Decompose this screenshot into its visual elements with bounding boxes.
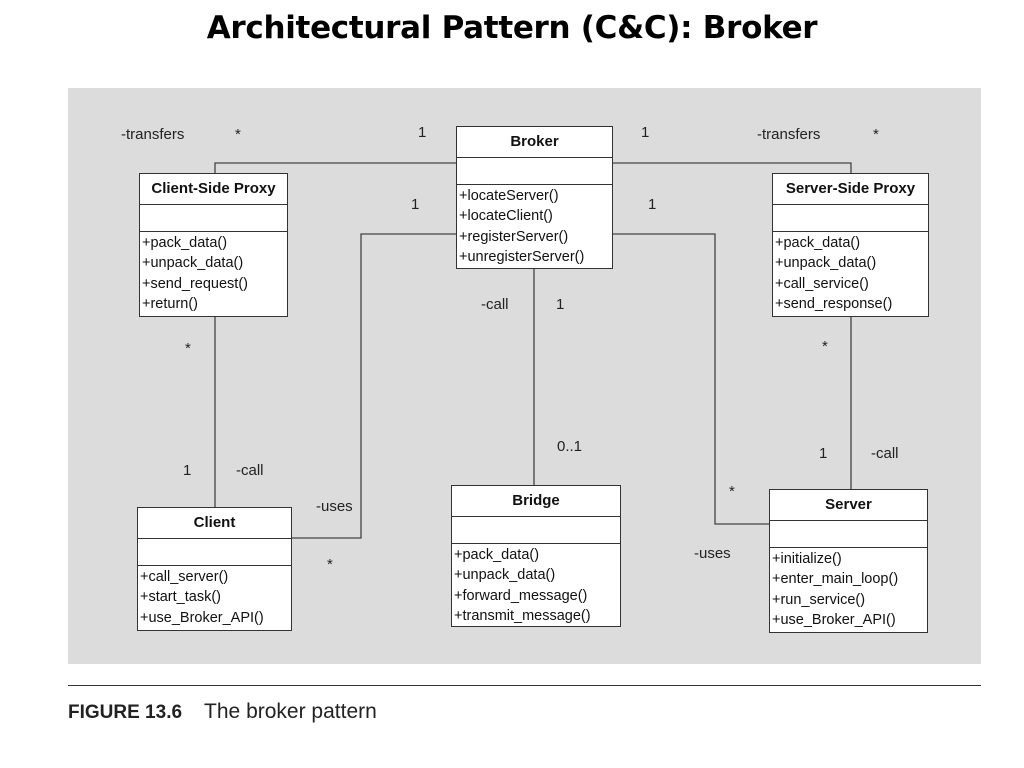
slide-title: Architectural Pattern (C&C): Broker — [206, 10, 818, 46]
multiplicity-label: 1 — [641, 124, 650, 141]
multiplicity-label: * — [327, 556, 333, 573]
operations-compartment: +locateServer() +locateClient() +registe… — [457, 185, 612, 268]
operation: +pack_data() — [142, 235, 228, 251]
operations-compartment: +pack_data() +unpack_data() +forward_mes… — [452, 544, 620, 627]
operation: +send_request() — [142, 275, 248, 292]
multiplicity-label: * — [729, 483, 735, 500]
figure-number: FIGURE 13.6 — [68, 702, 183, 723]
operation: +call_server() — [140, 569, 229, 585]
operation: +locateServer() — [459, 188, 559, 204]
connector-lines — [214, 162, 852, 539]
client-side-proxy-class: Client-Side Proxy +pack_data() +unpack_d… — [139, 173, 288, 317]
multiplicity-label: * — [822, 338, 828, 355]
multiplicity-label: 1 — [411, 196, 420, 213]
bridge-class: Bridge +pack_data() +unpack_data() +forw… — [451, 485, 621, 627]
operations-compartment: +pack_data() +unpack_data() +call_servic… — [773, 232, 928, 315]
class-name: Server-Side Proxy — [773, 174, 928, 205]
operation: +initialize() — [772, 551, 842, 567]
attributes-compartment — [773, 205, 928, 232]
operation: +unregisterServer() — [459, 248, 585, 265]
operation: +call_service() — [775, 275, 869, 292]
role-label: -transfers — [121, 126, 185, 143]
multiplicity-label: * — [185, 340, 191, 357]
attributes-compartment — [770, 521, 927, 548]
operation: +registerServer() — [459, 228, 569, 245]
caption-divider — [68, 685, 981, 686]
operations-compartment: +initialize() +enter_main_loop() +run_se… — [770, 548, 927, 631]
diagram-panel: Broker +locateServer() +locateClient() +… — [68, 88, 981, 664]
broker-client-uses-connector — [292, 233, 457, 539]
multiplicity-label: 1 — [556, 296, 565, 313]
role-label: -call — [871, 445, 899, 462]
multiplicity-label: 1 — [183, 462, 192, 479]
role-label: -call — [236, 462, 264, 479]
role-label: -uses — [694, 545, 731, 562]
operation: +use_Broker_API() — [140, 609, 264, 626]
multiplicity-label: 1 — [418, 124, 427, 141]
caption-text: The broker pattern — [204, 700, 377, 723]
operation: +return() — [142, 295, 199, 312]
operation: +pack_data() — [454, 547, 540, 563]
figure-caption: FIGURE 13.6 The broker pattern — [68, 700, 377, 724]
multiplicity-label: * — [235, 126, 241, 143]
server-class: Server +initialize() +enter_main_loop() … — [769, 489, 928, 633]
operation: +run_service() — [772, 591, 866, 608]
client-class: Client +call_server() +start_task() +use… — [137, 507, 292, 631]
class-name: Broker — [457, 127, 612, 158]
attributes-compartment — [457, 158, 612, 185]
transfers-left-connector — [214, 162, 457, 173]
operation: +locateClient() — [459, 208, 553, 225]
attributes-compartment — [140, 205, 287, 232]
operation: +unpack_data() — [775, 255, 877, 272]
operation: +transmit_message() — [454, 607, 591, 624]
operation: +use_Broker_API() — [772, 611, 896, 628]
server-side-proxy-class: Server-Side Proxy +pack_data() +unpack_d… — [772, 173, 929, 317]
operation: +pack_data() — [775, 235, 861, 251]
operation: +unpack_data() — [454, 567, 556, 584]
operations-compartment: +call_server() +start_task() +use_Broker… — [138, 566, 291, 629]
multiplicity-label: 1 — [819, 445, 828, 462]
role-label: -transfers — [757, 126, 821, 143]
operation: +start_task() — [140, 589, 221, 606]
broker-server-uses-connector — [611, 233, 770, 525]
multiplicity-label: 1 — [648, 196, 657, 213]
transfers-right-connector — [611, 162, 852, 174]
attributes-compartment — [452, 517, 620, 544]
attributes-compartment — [138, 539, 291, 566]
class-name: Client-Side Proxy — [140, 174, 287, 205]
operation: +send_response() — [775, 295, 893, 312]
role-label: -uses — [316, 498, 353, 515]
operation: +enter_main_loop() — [772, 571, 899, 588]
multiplicity-label: 0..1 — [557, 438, 583, 455]
operation: +forward_message() — [454, 587, 588, 604]
multiplicity-label: * — [873, 126, 879, 143]
role-label: -call — [481, 296, 509, 313]
operations-compartment: +pack_data() +unpack_data() +send_reques… — [140, 232, 287, 315]
class-name: Bridge — [452, 486, 620, 517]
operation: +unpack_data() — [142, 255, 244, 272]
class-name: Client — [138, 508, 291, 539]
broker-class: Broker +locateServer() +locateClient() +… — [456, 126, 613, 269]
class-name: Server — [770, 490, 927, 521]
